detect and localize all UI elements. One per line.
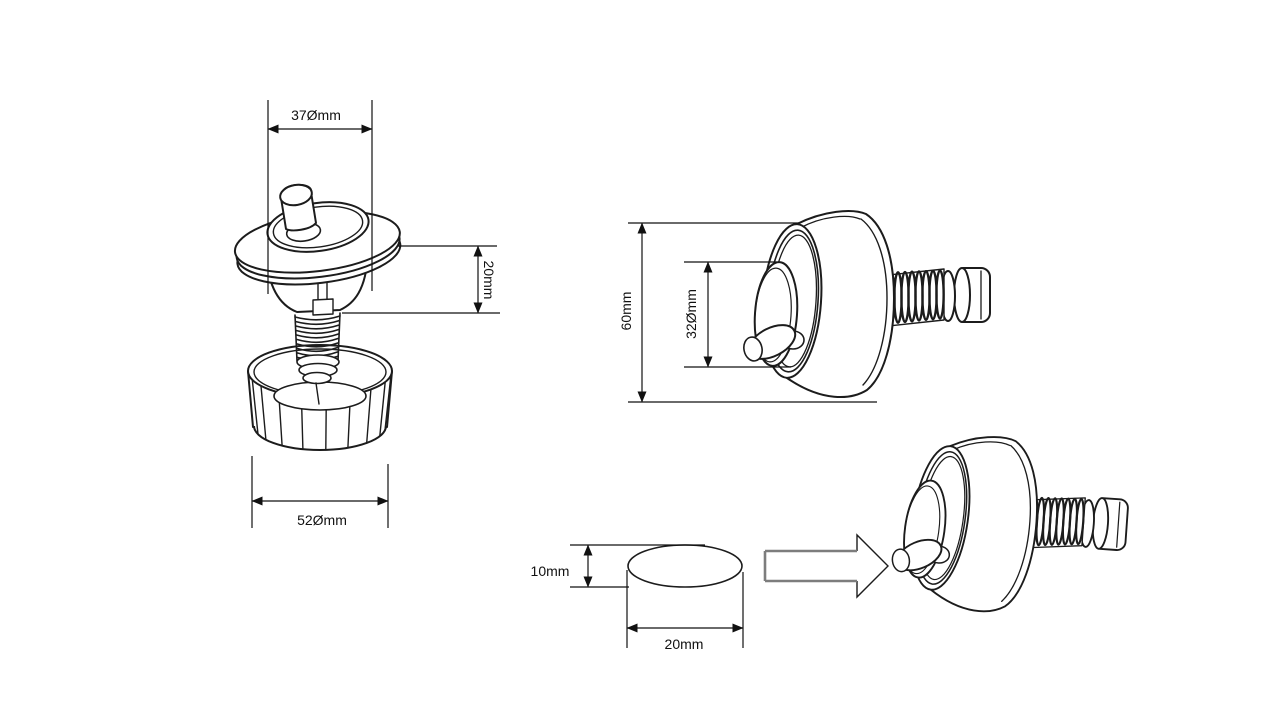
dim-face-diameter: 32Ømm (683, 261, 791, 368)
seal-profile: 10mm 20mm (531, 544, 744, 652)
threaded-stem (294, 312, 341, 405)
assembled-fitting-copy (886, 429, 1134, 623)
dim-seal-thickness: 10mm (531, 544, 705, 588)
exploded-view: 37Ømm 20mm 52Ømm (233, 100, 500, 528)
dim-label-face-diameter: 32Ømm (683, 289, 699, 339)
flow-arrow-icon (763, 533, 889, 599)
end-cap (940, 267, 991, 323)
push-peg (279, 183, 317, 232)
dim-label-seal-width: 20mm (665, 636, 704, 652)
dim-seal-width: 20mm (626, 570, 744, 652)
dim-label-nut-diameter: 52Ømm (297, 512, 347, 528)
assembled-fitting (743, 210, 991, 399)
cap-body (753, 210, 895, 399)
dim-label-cap-height: 20mm (481, 261, 497, 300)
dim-cap-diameter: 37Ømm (267, 100, 373, 294)
dim-label-cap-diameter: 37Ømm (291, 107, 341, 123)
dim-nut-diameter: 52Ømm (251, 456, 389, 528)
dim-overall-height: 60mm (618, 222, 877, 403)
seal-ellipse (627, 544, 743, 588)
dim-label-overall-height: 60mm (618, 292, 634, 331)
dim-label-seal-thickness: 10mm (531, 563, 570, 579)
wing-tab (743, 324, 805, 362)
dim-cap-height: 20mm (342, 245, 500, 314)
